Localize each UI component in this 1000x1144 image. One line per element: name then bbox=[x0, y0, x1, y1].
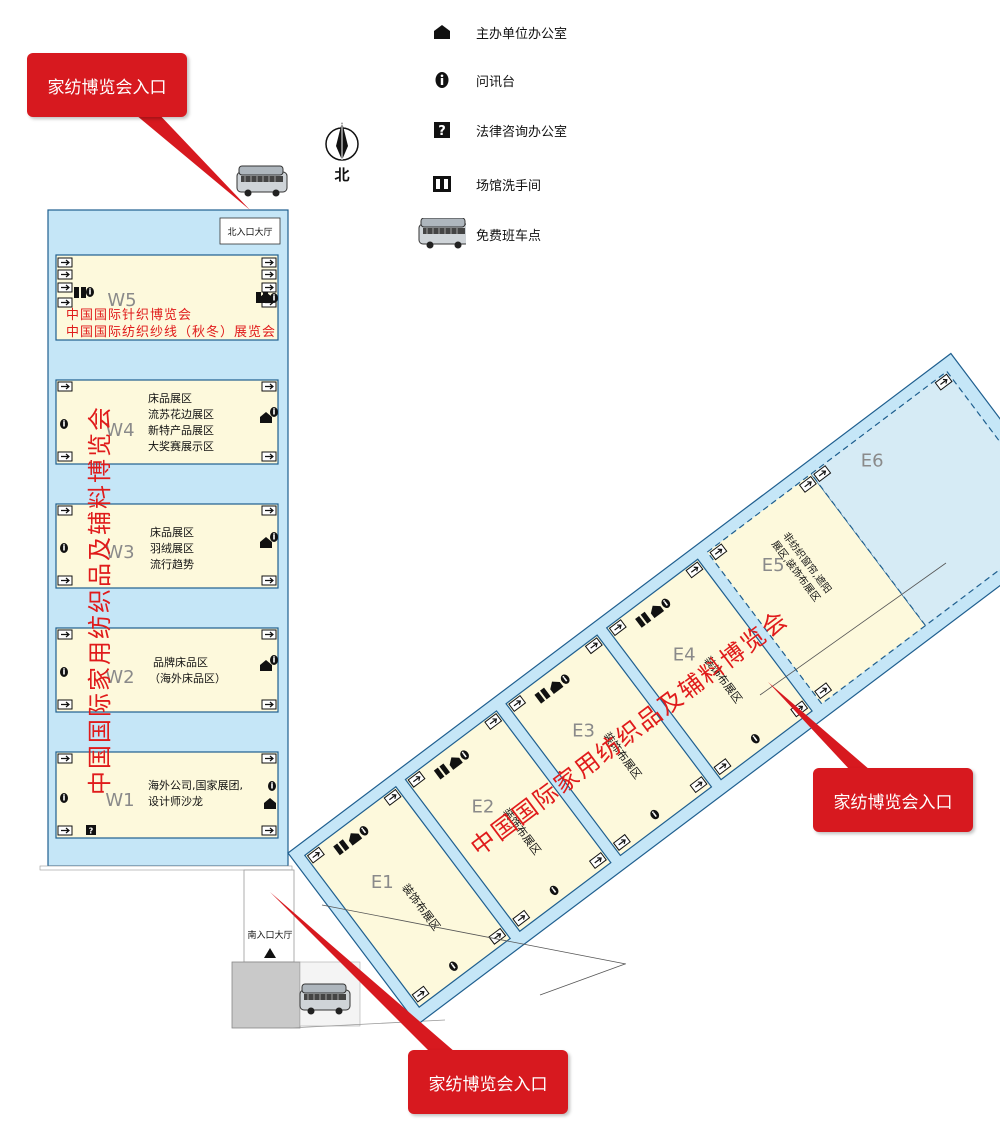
entrance-callout-nw-label: 家纺博览会入口 bbox=[47, 77, 167, 98]
legend-label: 法律咨询办公室 bbox=[476, 124, 568, 140]
entrance-callout-east[interactable]: 家纺博览会入口 bbox=[813, 768, 973, 832]
hall-w5-line2: 中国国际纺织纱线（秋冬）展览会 bbox=[66, 324, 276, 340]
callout-pointer-south bbox=[270, 892, 455, 1052]
hall-e6[interactable] bbox=[810, 370, 1000, 627]
legend-item-organizer-office: 主办单位办公室 bbox=[418, 20, 567, 44]
legend-item-shuttle-bus: 免费班车点 bbox=[418, 218, 542, 249]
north-lobby-label: 北入口大厅 bbox=[227, 226, 272, 238]
north-compass: 北 bbox=[325, 122, 359, 184]
legend-label: 主办单位办公室 bbox=[476, 26, 568, 42]
callout-pointer-east bbox=[768, 682, 870, 770]
legend-item-info-desk: 问讯台 bbox=[418, 68, 515, 92]
legend-label: 场馆洗手间 bbox=[476, 178, 542, 194]
hall-w1[interactable] bbox=[55, 751, 279, 839]
hall-w2-zone-2: （海外床品区） bbox=[149, 671, 226, 685]
hall-w5[interactable] bbox=[55, 254, 279, 341]
svg-text:?: ? bbox=[438, 124, 446, 138]
restroom-icon bbox=[433, 176, 451, 192]
west-vertical-banner: 中国国际家用纺织品及辅料博览会 bbox=[86, 405, 114, 795]
west-facility-icons: ? bbox=[60, 287, 278, 836]
hall-w2[interactable] bbox=[55, 627, 279, 713]
map-legend: 主办单位办公室 问讯台 ? 法律咨询办公室 场馆洗手间 免费班车点 bbox=[418, 18, 638, 268]
hall-w4-zone-2: 流苏花边展区 bbox=[148, 407, 214, 421]
legend-item-legal-office: ? 法律咨询办公室 bbox=[418, 118, 567, 142]
callout-pointer-nw bbox=[130, 110, 250, 210]
hall-w1-zone-1: 海外公司,国家展团, bbox=[148, 778, 243, 792]
compass-label: 北 bbox=[334, 166, 349, 184]
hall-e5-name: E5 bbox=[762, 555, 785, 576]
hall-w4-zone-4: 大奖赛展示区 bbox=[148, 439, 214, 453]
entrance-callout-south-label: 家纺博览会入口 bbox=[428, 1074, 548, 1095]
shuttle-bus-north-icon bbox=[236, 165, 288, 197]
legal-office-icon: ? bbox=[434, 122, 450, 138]
shuttle-bus-south-icon bbox=[299, 983, 351, 1015]
west-building: 北入口大厅 W5 中国国际针织博览会 中国国际纺织纱线（秋冬）展览会 W4 床品… bbox=[39, 209, 293, 871]
hall-e6-name: E6 bbox=[861, 450, 884, 471]
hall-w1-name: W1 bbox=[105, 790, 134, 811]
hall-e4-name: E4 bbox=[673, 645, 696, 666]
hall-w3[interactable] bbox=[55, 503, 279, 589]
info-desk-icon bbox=[435, 72, 449, 88]
north-lobby-box[interactable] bbox=[219, 217, 281, 245]
legend-label: 免费班车点 bbox=[476, 228, 542, 244]
hall-e1-name: E1 bbox=[371, 872, 394, 893]
hall-w5-name: W5 bbox=[107, 290, 136, 311]
hall-e2-name: E2 bbox=[472, 796, 495, 817]
hall-w4-zone-3: 新特产品展区 bbox=[148, 423, 214, 437]
legend-item-restroom: 场馆洗手间 bbox=[418, 172, 541, 196]
organizer-office-icon bbox=[434, 25, 450, 39]
hall-w3-zone-3: 流行趋势 bbox=[150, 557, 194, 571]
hall-w2-name: W2 bbox=[105, 667, 134, 688]
south-lobby-label: 南入口大厅 bbox=[247, 929, 292, 941]
hall-w3-zone-1: 床品展区 bbox=[150, 525, 194, 539]
entrance-callout-south[interactable]: 家纺博览会入口 bbox=[408, 1050, 568, 1114]
hall-w2-zone-1: 品牌床品区 bbox=[153, 655, 208, 669]
hall-w4-zone-1: 床品展区 bbox=[148, 391, 192, 405]
east-building: E1 E2 E3 E4 E5 E6 装饰布展区 装饰布展区 装饰布展区 装饰布展… bbox=[287, 352, 1000, 1026]
hall-w4[interactable] bbox=[55, 379, 279, 465]
hall-w3-zone-2: 羽绒展区 bbox=[150, 542, 194, 555]
road-lines bbox=[321, 562, 947, 996]
entrance-callout-nw[interactable]: 家纺博览会入口 bbox=[27, 53, 187, 117]
hall-w4-name: W4 bbox=[105, 420, 134, 441]
entrance-callout-east-label: 家纺博览会入口 bbox=[833, 792, 953, 813]
hall-w5-line1: 中国国际针织博览会 bbox=[66, 307, 192, 323]
hall-e3-name: E3 bbox=[572, 721, 595, 742]
svg-text:?: ? bbox=[89, 827, 94, 836]
hall-w1-zone-2: 设计师沙龙 bbox=[148, 795, 203, 808]
hall-w3-name: W3 bbox=[105, 542, 134, 563]
legend-label: 问讯台 bbox=[476, 74, 516, 90]
shuttle-bus-icon bbox=[418, 218, 466, 249]
